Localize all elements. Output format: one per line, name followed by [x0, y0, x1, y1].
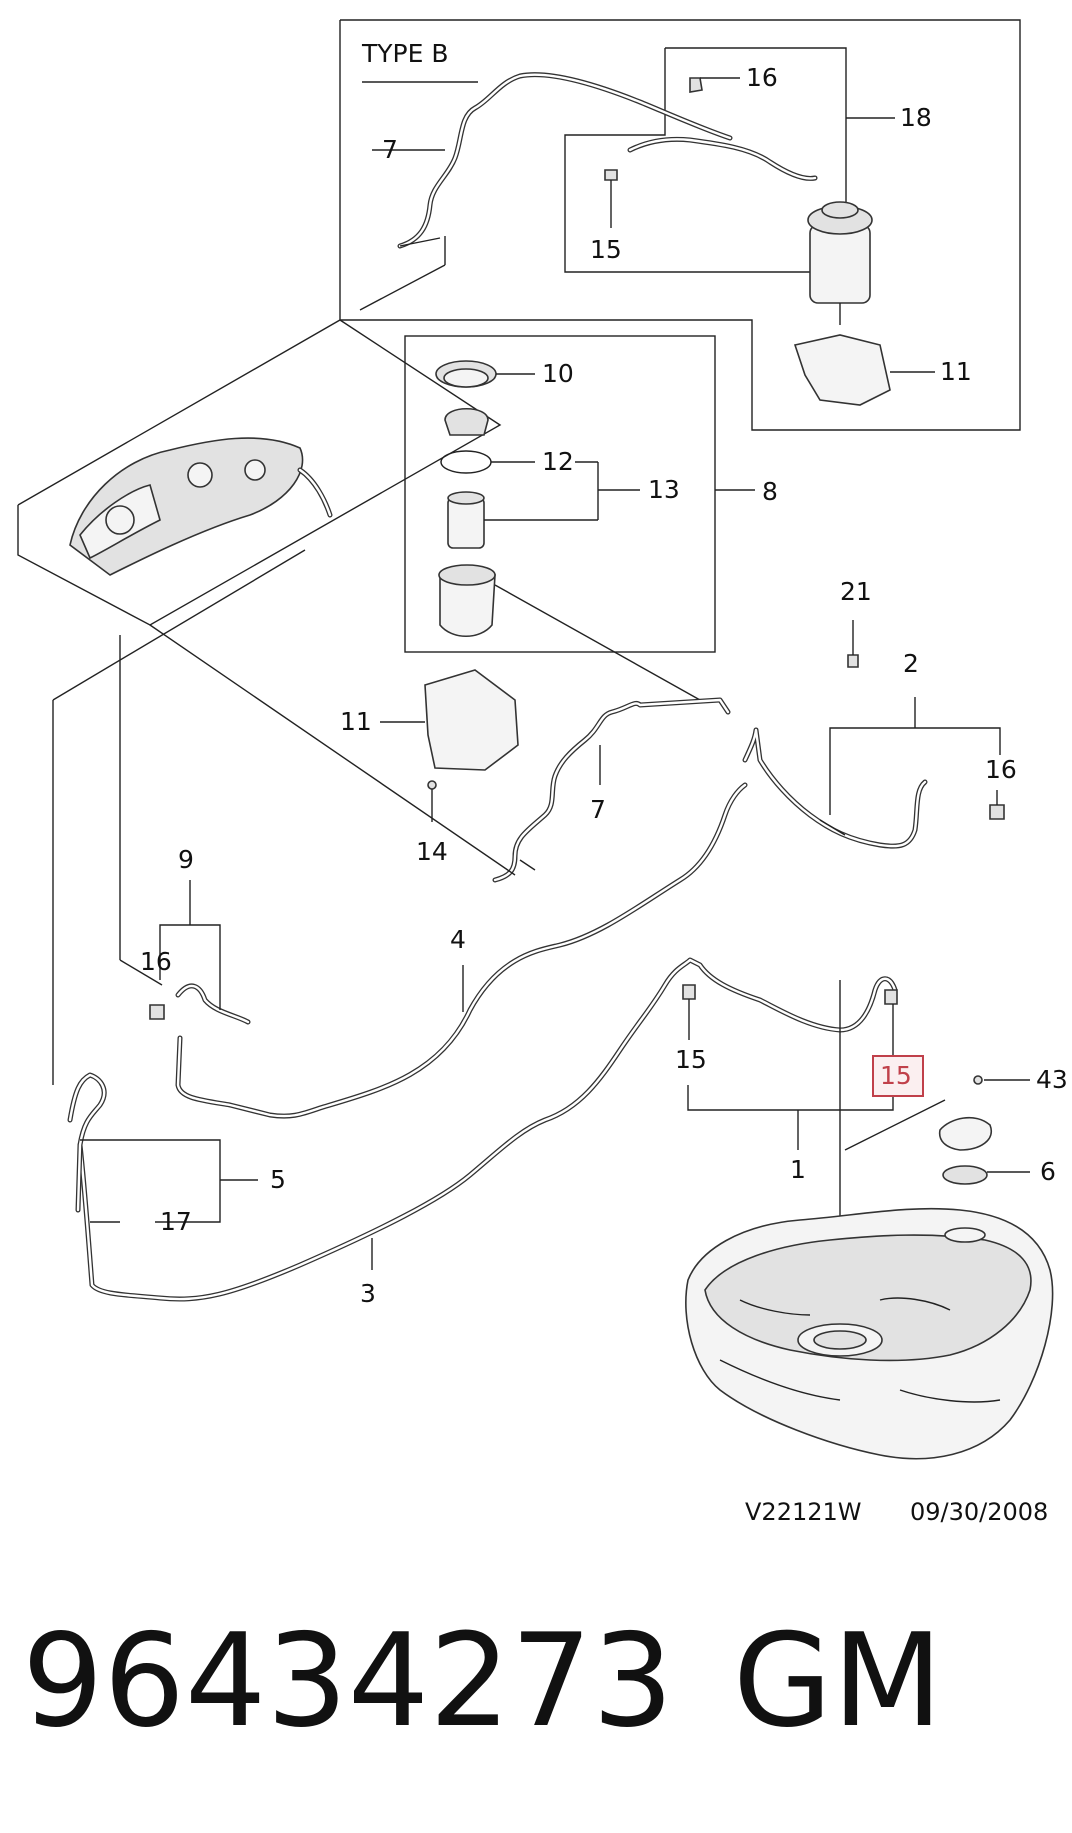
callout-43: 43: [1036, 1065, 1068, 1094]
callout-13: 13: [648, 475, 680, 504]
callout-11-middle: 11: [340, 707, 372, 736]
type-b-label: TYPE B: [361, 39, 449, 68]
part-number: 96434273: [22, 1607, 674, 1756]
cap-assembly-6: 43 6: [938, 1065, 1068, 1186]
callout-6: 6: [1040, 1157, 1056, 1186]
highlight-box: [872, 1055, 924, 1097]
fuel-line-3: 3 5 17: [67, 957, 898, 1308]
callout-15-left-line: 15: [675, 1045, 707, 1074]
callout-15-highlighted: 15: [880, 1061, 912, 1090]
callout-9: 9: [178, 845, 194, 874]
callout-2: 2: [903, 649, 919, 678]
callout-10: 10: [542, 359, 574, 388]
type-b-inset: TYPE B 7 16 15 18 11: [339, 19, 1021, 431]
fuel-line-7: 7: [492, 697, 731, 883]
drawing-reference-code: V22121W: [745, 1498, 862, 1526]
fuel-line-4: 4: [175, 782, 748, 1119]
callout-1: 1: [790, 1155, 806, 1184]
brand-name: GM: [733, 1607, 943, 1756]
callout-14: 14: [416, 837, 448, 866]
engine-inset: [17, 319, 502, 626]
clip-assembly-9: 9 16: [140, 845, 251, 1025]
bracket-middle: 11 14: [340, 669, 519, 866]
callout-16-right: 16: [985, 755, 1017, 784]
callout-17: 17: [160, 1207, 192, 1236]
drawing-date: 09/30/2008: [910, 1498, 1048, 1526]
callout-16-left: 16: [140, 947, 172, 976]
line-assembly-2: 2 16 21: [742, 577, 1017, 849]
callout-15-type-b: 15: [590, 235, 622, 264]
callout-8: 8: [762, 477, 778, 506]
callout-5: 5: [270, 1165, 286, 1194]
callout-4: 4: [450, 925, 466, 954]
callout-11-type-b: 11: [940, 357, 972, 386]
callout-21: 21: [840, 577, 872, 606]
fuel-tank: [685, 1207, 1054, 1460]
callout-16-type-b: 16: [746, 63, 778, 92]
callout-18: 18: [900, 103, 932, 132]
filter-assembly-box: 10 12 13 8: [404, 335, 778, 701]
callout-3: 3: [360, 1279, 376, 1308]
callout-12: 12: [542, 447, 574, 476]
callout-7-type-b: 7: [382, 135, 398, 164]
callout-7-middle: 7: [590, 795, 606, 824]
